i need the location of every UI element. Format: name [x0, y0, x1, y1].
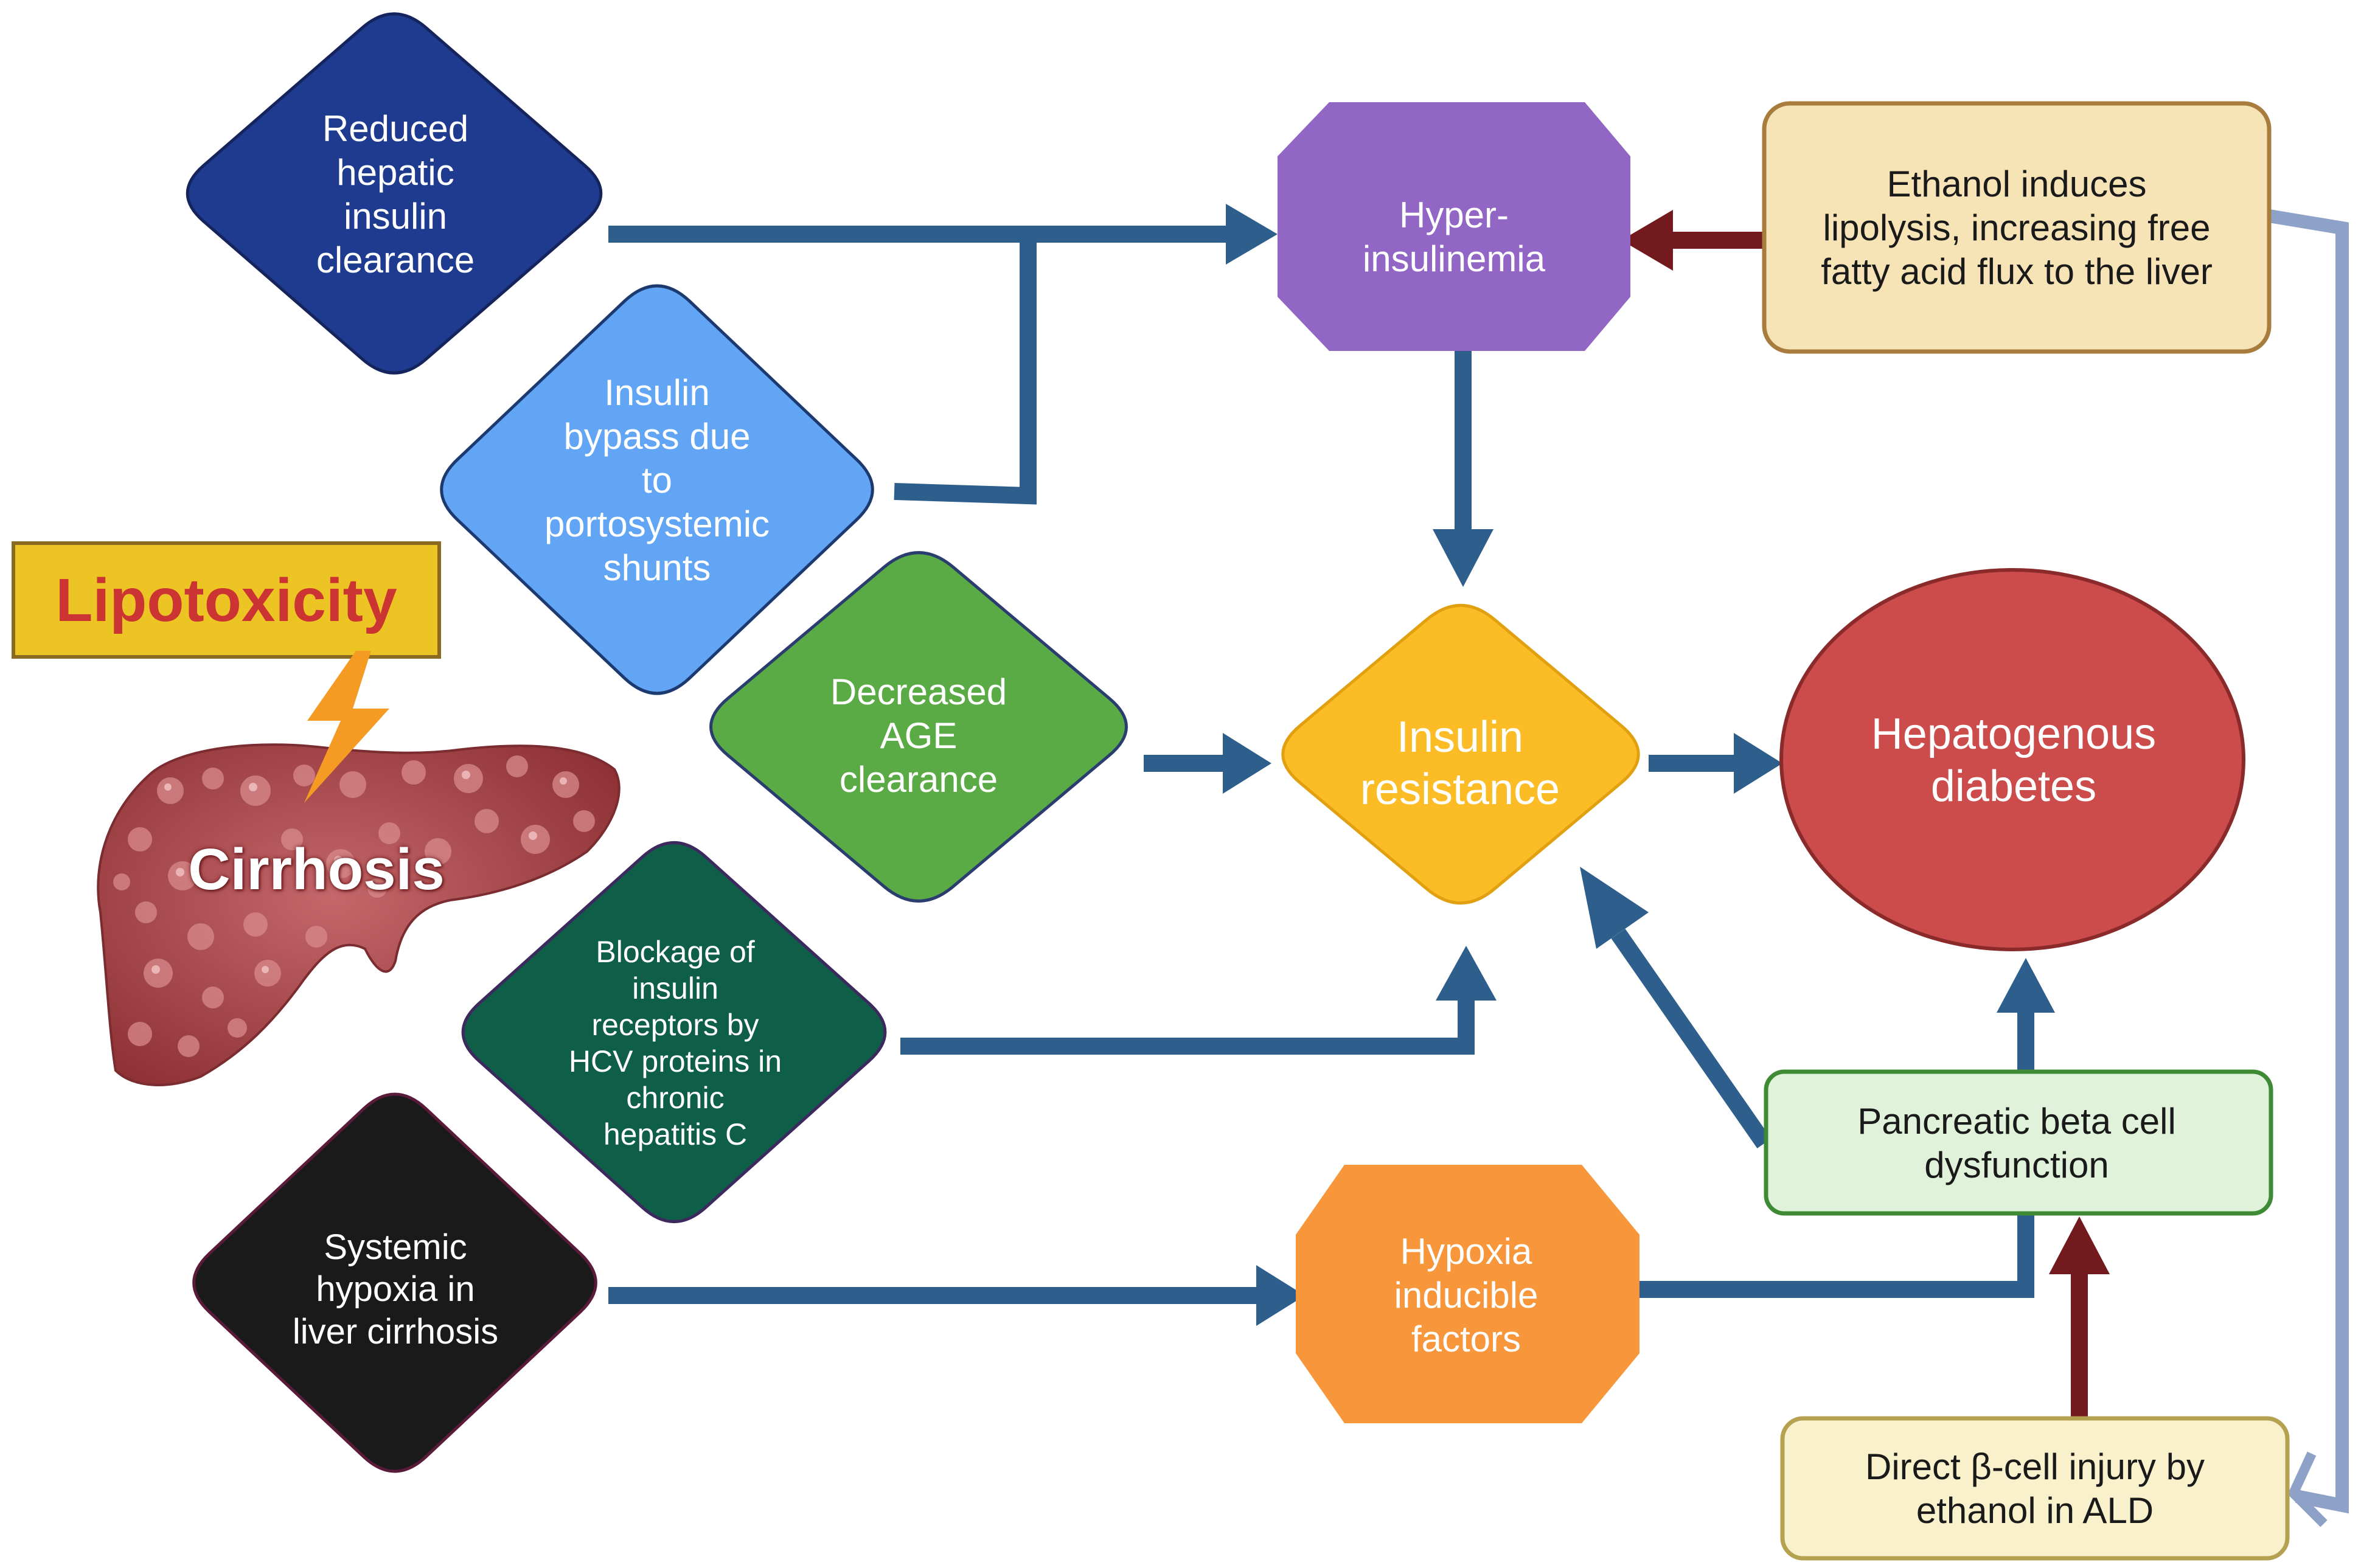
hepatogenous-diabetes-label: Hepatogenous diabetes [1871, 709, 2157, 811]
direct-injury-label: Direct β-cell injury by ethanol in ALD [1865, 1446, 2205, 1531]
ethanol-lipolysis-label: Ethanol induces lipolysis, increasing fr… [1821, 164, 2213, 292]
liver-illustration [97, 743, 621, 1086]
arrow-ethanol-to-hyperinsulinemia [1621, 210, 1764, 271]
systemic-hypoxia-label: Systemic hypoxia in liver cirrhosis [292, 1227, 499, 1351]
hyperinsulinemia-octagon [1278, 102, 1630, 351]
arrow-hyperinsulinemia-to-resistance [1433, 350, 1493, 587]
arrow-reduced-to-hyperinsulinemia [608, 204, 1278, 265]
lightning-bolt-icon [304, 651, 389, 803]
insulin-bypass-label: Insulin bypass due to portosystemic shun… [544, 372, 770, 588]
connector-bypass-to-main [894, 234, 1037, 505]
reduced-clearance-diamond [186, 12, 603, 375]
arrow-hypoxia-to-factors [608, 1265, 1305, 1326]
hepatogenous-diabetes-ellipse [1779, 568, 2245, 951]
connector-factors-to-pancreatic [1639, 1213, 2034, 1298]
arrow-resistance-to-diabetes [1649, 733, 1782, 794]
pancreatic-dysfunction-label: Pancreatic beta cell dysfunction [1857, 1101, 2176, 1185]
arrow-injury-to-pancreatic [2049, 1216, 2110, 1417]
insulin-resistance-label: Insulin resistance [1360, 712, 1560, 814]
pancreatic-dysfunction-box [1764, 1069, 2273, 1216]
ethanol-lipolysis-box [1762, 101, 2272, 354]
blockage-hcv-diamond [461, 841, 887, 1223]
reduced-clearance-label: Reduced hepatic insulin clearance [316, 108, 475, 280]
insulin-bypass-diamond [440, 284, 874, 695]
arrow-age-to-resistance [1144, 733, 1271, 794]
lipotoxicity-box [12, 541, 441, 659]
decreased-age-label: Decreased AGE clearance [830, 671, 1007, 800]
systemic-hypoxia-diamond [192, 1092, 597, 1473]
hypoxia-factors-octagon [1296, 1165, 1639, 1423]
hypoxia-factors-label: Hypoxia inducible factors [1394, 1231, 1539, 1359]
arrow-hcv-to-resistance [900, 946, 1497, 1055]
direct-injury-box [1780, 1416, 2290, 1561]
hyperinsulinemia-label: Hyper- insulinemia [1362, 195, 1546, 279]
arrow-pancreatic-to-diabetes [1997, 958, 2055, 1070]
cirrhosis-label: Cirrhosis [188, 837, 445, 903]
blockage-hcv-label: Blockage of insulin receptors by HCV pro… [568, 935, 782, 1151]
decreased-age-diamond [709, 551, 1128, 903]
arrow-pancreatic-to-resistance [1580, 867, 1772, 1148]
connector-ethanol-to-injury [2268, 209, 2349, 1527]
lipotoxicity-label: Lipotoxicity [55, 566, 397, 634]
insulin-resistance-diamond [1281, 603, 1640, 905]
